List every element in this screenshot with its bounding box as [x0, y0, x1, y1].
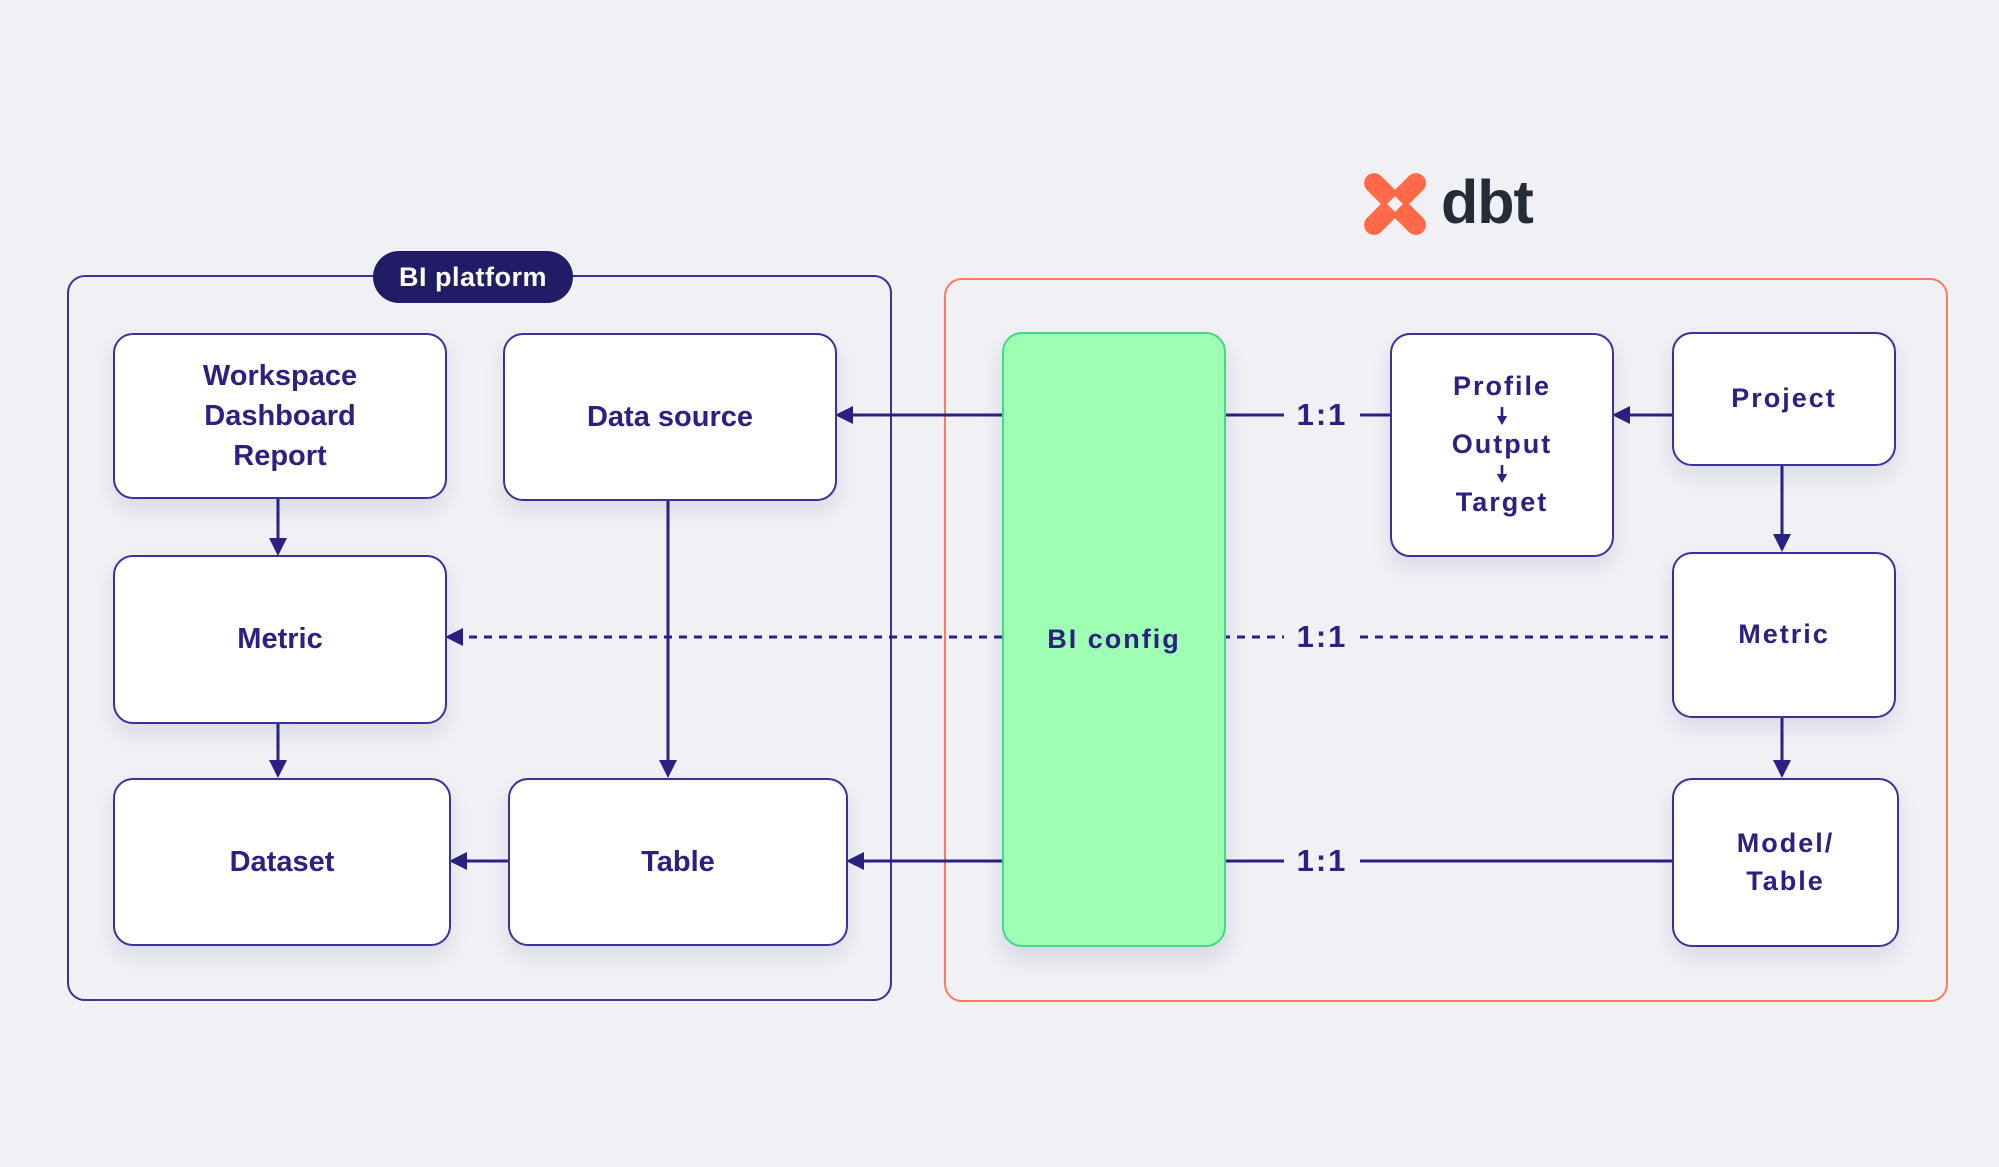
project-label: Project	[1731, 383, 1837, 414]
down-arrow-icon	[1494, 464, 1510, 483]
model-table-node: Model/ Table	[1672, 778, 1899, 947]
data-source-node: Data source	[503, 333, 837, 501]
dbt-logo: dbt	[1363, 167, 1534, 236]
workspace-dashboard-report-node: Workspace Dashboard Report	[113, 333, 447, 499]
metric-node-dbt: Metric	[1672, 552, 1896, 718]
arrowhead-table	[846, 852, 864, 870]
workspace-line: Workspace	[202, 359, 358, 392]
report-line: Report	[233, 440, 327, 472]
ratio-label-top: 1:1	[1296, 397, 1348, 432]
metric-node-bi: Metric	[113, 555, 447, 724]
arrowhead-dataset	[449, 852, 467, 870]
dashboard-line: Dashboard	[204, 399, 356, 432]
arrowhead-profile	[1612, 406, 1630, 424]
arrowhead-metric-top	[269, 538, 287, 556]
arrowhead-table-top	[659, 760, 677, 778]
target-step-label: Target	[1455, 486, 1549, 517]
dataset-label: Dataset	[229, 845, 335, 878]
arrowhead-datasource	[835, 406, 853, 424]
arrowhead-dataset-top	[269, 760, 287, 778]
down-arrow-icon	[1494, 407, 1510, 426]
arrowhead-metric-right-top	[1773, 534, 1791, 552]
table-node: Table	[508, 778, 848, 946]
dbt-container	[944, 278, 1948, 1002]
dbt-logo-icon	[1364, 173, 1426, 235]
profile-step-label: Profile	[1452, 371, 1552, 402]
bi-config-label: BI config	[1047, 623, 1181, 654]
project-node: Project	[1672, 332, 1896, 466]
ratio-label-bottom: 1:1	[1296, 843, 1348, 878]
dataset-node: Dataset	[113, 778, 451, 946]
arrowhead-modeltable-top	[1773, 760, 1791, 778]
bi-platform-badge: BI platform	[373, 251, 573, 303]
dbt-logo-text: dbt	[1441, 167, 1534, 236]
metric-label-dbt: Metric	[1738, 619, 1830, 650]
arrowhead-metric-left	[445, 628, 463, 646]
profile-output-target-node: Profile Output Target	[1390, 333, 1614, 557]
output-step-label: Output	[1451, 429, 1553, 460]
metric-label-bi: Metric	[237, 623, 323, 656]
table-line: Table	[1746, 865, 1825, 896]
model-line: Model/	[1736, 828, 1835, 859]
ratio-label-middle: 1:1	[1296, 619, 1348, 654]
data-source-label: Data source	[586, 400, 753, 433]
bi-config-node: BI config	[1002, 332, 1226, 947]
table-label: Table	[641, 845, 715, 878]
